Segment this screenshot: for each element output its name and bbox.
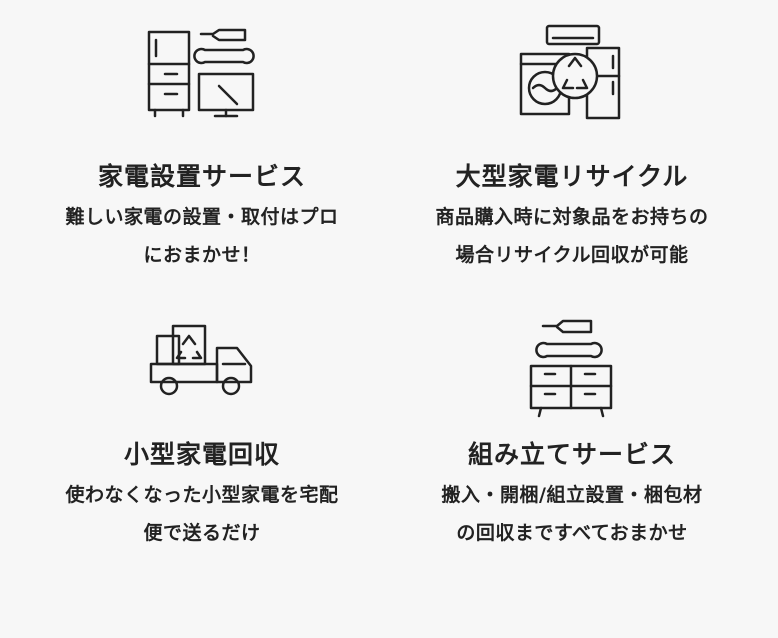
desc-line-1: 使わなくなった小型家電を宅配	[65, 484, 339, 506]
desc-line-2: の回収まですべておまかせ	[456, 522, 688, 544]
desc-line-2: 便で送るだけ	[143, 522, 261, 544]
service-card-small-appliance[interactable]: 小型家電回収 使わなくなった小型家電を宅配 便で送るだけ	[22, 318, 382, 552]
recycle-truck-icon	[149, 324, 253, 396]
service-description: 使わなくなった小型家電を宅配 便で送るだけ	[22, 476, 382, 552]
desc-line-2: 場合リサイクル回収が可能	[455, 244, 689, 266]
desc-line-1: 搬入・開梱/組立設置・梱包材	[441, 484, 703, 506]
service-description: 搬入・開梱/組立設置・梱包材 の回収まですべておまかせ	[392, 476, 752, 552]
service-description: 難しい家電の設置・取付はプロ におまかせ！	[22, 198, 382, 274]
service-title: 組み立てサービス	[467, 440, 676, 469]
service-card-assembly[interactable]: 組み立てサービス 搬入・開梱/組立設置・梱包材 の回収まですべておまかせ	[392, 318, 752, 552]
service-description: 商品購入時に対象品をお持ちの 場合リサイクル回収が可能	[392, 198, 752, 274]
appliance-install-icon	[147, 28, 255, 118]
service-title: 家電設置サービス	[97, 162, 306, 191]
service-card-install[interactable]: 家電設置サービス 難しい家電の設置・取付はプロ におまかせ！	[22, 22, 382, 274]
desc-line-1: 商品購入時に対象品をお持ちの	[435, 206, 709, 228]
service-title: 大型家電リサイクル	[455, 162, 689, 191]
service-card-recycle[interactable]: 大型家電リサイクル 商品購入時に対象品をお持ちの 場合リサイクル回収が可能	[392, 22, 752, 274]
appliance-recycle-icon	[519, 24, 621, 120]
desc-line-1: 難しい家電の設置・取付はプロ	[65, 206, 339, 228]
service-title: 小型家電回収	[123, 440, 280, 469]
assembly-tools-icon	[529, 319, 613, 418]
desc-line-2: におまかせ！	[143, 244, 261, 266]
